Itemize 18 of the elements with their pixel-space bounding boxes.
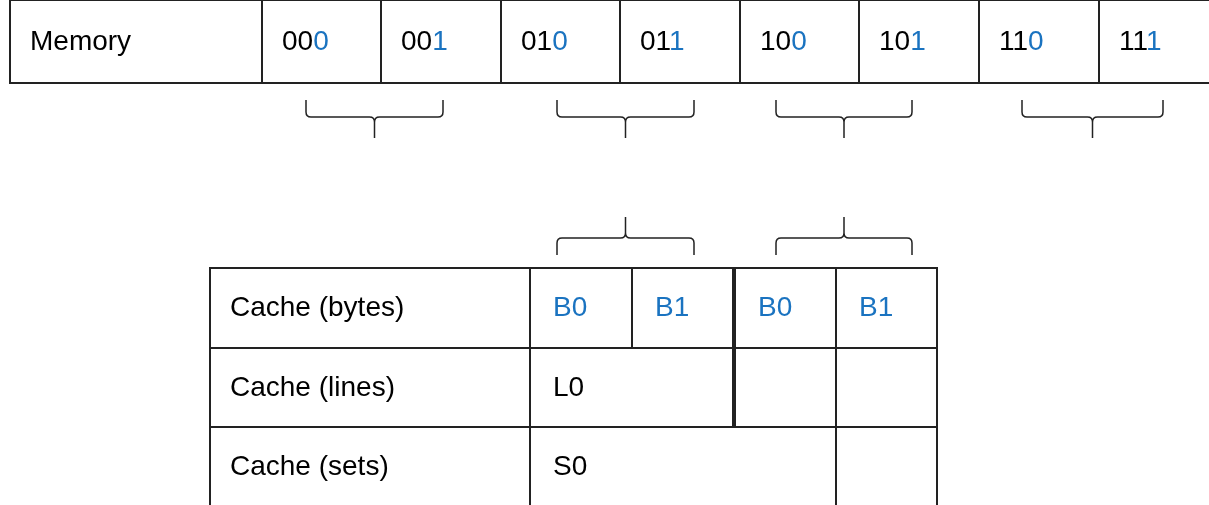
byte-label: B1 <box>859 291 894 323</box>
byte-label: B0 <box>758 291 793 323</box>
row-header: Memory <box>30 25 132 57</box>
byte-label: B0 <box>553 291 588 323</box>
address-label: 010 <box>521 25 568 57</box>
row-header: Cache (bytes) <box>230 291 405 323</box>
row-header: Cache (sets) <box>230 450 389 482</box>
address-label: 011 <box>640 25 685 57</box>
line-label: L0 <box>553 371 585 403</box>
address-label: 110 <box>999 25 1044 57</box>
set-label: S0 <box>553 450 588 482</box>
address-label: 101 <box>879 25 926 57</box>
address-label: 001 <box>401 25 448 57</box>
address-label: 100 <box>760 25 807 57</box>
byte-label: B1 <box>655 291 690 323</box>
address-label: 111 <box>1119 25 1162 57</box>
address-label: 000 <box>282 25 329 57</box>
row-header: Cache (lines) <box>230 371 395 403</box>
